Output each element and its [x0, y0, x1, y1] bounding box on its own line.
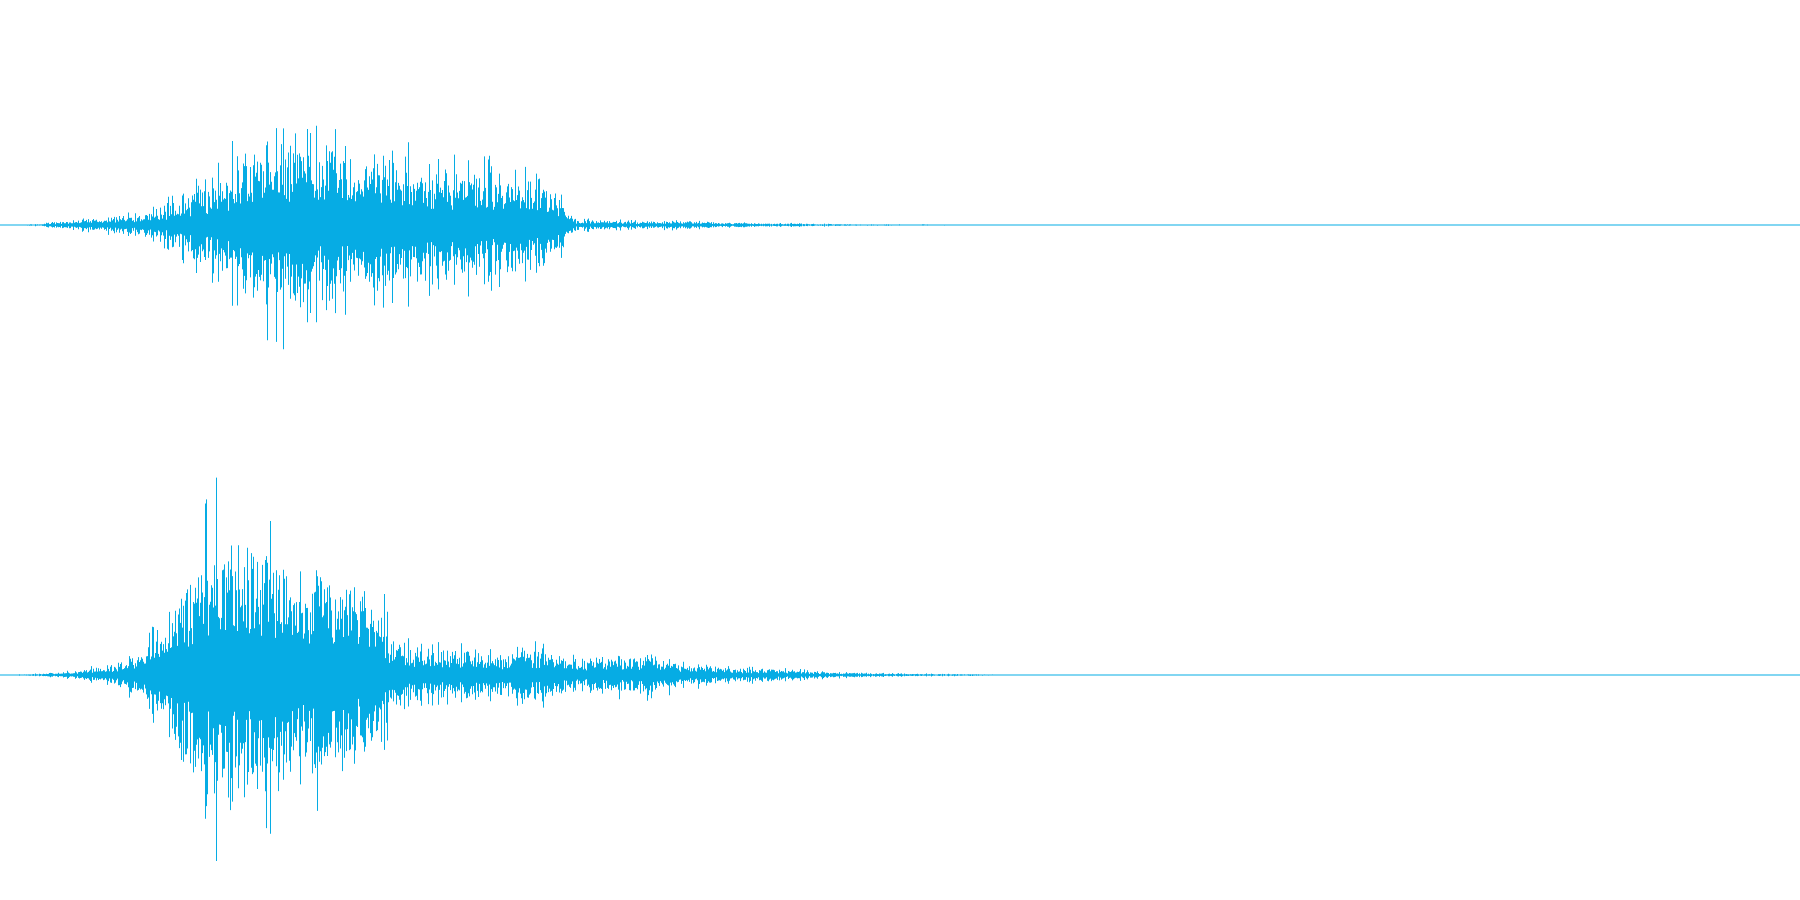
waveform-signal: [2, 477, 1041, 861]
waveform-channel-top[interactable]: [0, 125, 1800, 350]
waveform-channel-bottom[interactable]: [0, 477, 1800, 861]
waveform-signal: [2, 125, 1004, 350]
